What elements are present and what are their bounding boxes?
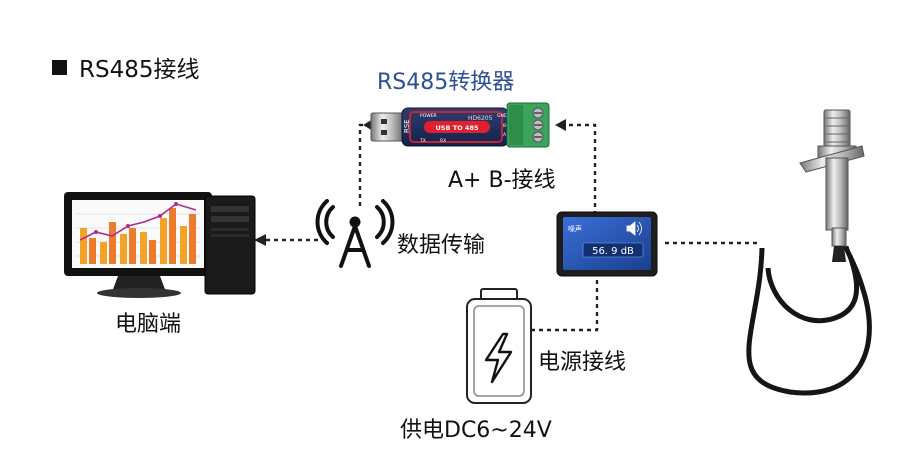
gnd-label: GND <box>497 113 508 119</box>
computer-label: 电脑端 <box>115 312 182 337</box>
tx-label: TX <box>419 138 426 144</box>
square-bullet-icon <box>52 59 67 75</box>
screen-bars <box>80 208 196 264</box>
arrow-to-pc <box>254 234 266 246</box>
data-transfer-label: 数据传输 <box>397 233 486 258</box>
section-title: RS485接线 <box>52 50 199 84</box>
model-label: HD6205 <box>468 115 493 122</box>
converter-title: RS485转换器 <box>377 70 515 95</box>
usb-plug <box>370 112 405 142</box>
arrow-to-terminal <box>555 119 566 131</box>
b-label: B <box>503 123 506 129</box>
sensor-head <box>823 109 851 151</box>
noise-display: 噪声 56. 9 dB <box>556 211 658 277</box>
battery-icon <box>466 288 532 404</box>
line-display-terminal <box>560 123 597 215</box>
noise-sensor <box>746 109 872 396</box>
section-title-text: RS485接线 <box>79 57 200 83</box>
speaker-icon <box>626 221 642 236</box>
display-header: 噪声 <box>568 224 582 233</box>
a-label: A <box>503 132 507 138</box>
monitor-stand <box>112 276 166 292</box>
screen-line <box>79 203 197 241</box>
converter-brand: RSE <box>403 119 411 133</box>
converter-red-button <box>424 121 490 133</box>
line-pc-usb <box>358 123 372 206</box>
sensor-cable <box>746 245 872 396</box>
button-text: USB TO 485 <box>436 124 479 132</box>
supply-label: 供电DC6~24V <box>400 418 552 443</box>
power-wiring-label: 电源接线 <box>538 350 627 375</box>
computer <box>64 192 256 298</box>
usb-rs485-converter: RSE POWER HD6205 USB TO 485 TX RX GND B … <box>370 102 550 148</box>
ab-wiring-label: A+ B-接线 <box>448 168 556 193</box>
line-display-battery <box>524 272 599 332</box>
antenna-icon <box>315 199 395 268</box>
lightning-icon <box>484 332 513 384</box>
rx-label: RX <box>440 138 446 144</box>
power-label: POWER <box>420 113 437 119</box>
sensor-body <box>825 157 849 231</box>
cable-gland <box>832 246 846 262</box>
display-value: 56. 9 dB <box>592 246 634 257</box>
